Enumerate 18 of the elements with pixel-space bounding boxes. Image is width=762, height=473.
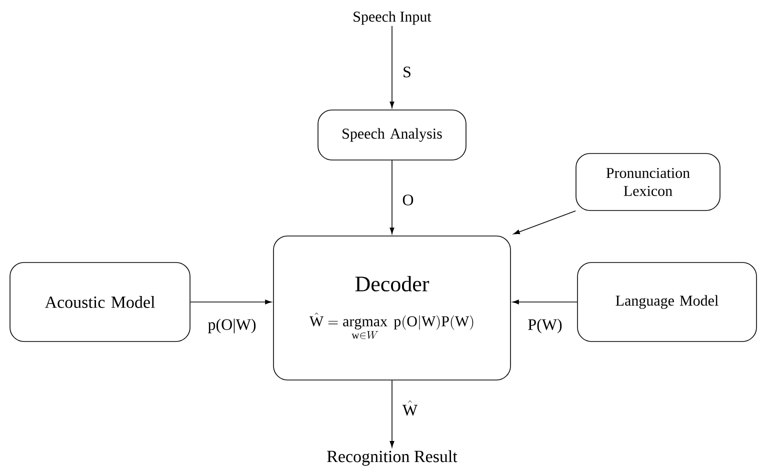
arrow <box>512 300 578 304</box>
arrow <box>190 300 272 304</box>
arrow <box>390 160 394 234</box>
node-text: Speech Input <box>354 11 432 25</box>
decoder-box: Decoder $\hat{\mathrm{W}}=\mathop{\mathrm{argmax}}\limits_{\mathrm{w}\in W}\ \mathrm{p(O|W)P(W)}$ <box>273 236 511 380</box>
edge-label: O <box>402 194 414 206</box>
process-box: Acoustic Model <box>10 262 190 342</box>
edge-label: S <box>404 66 410 78</box>
process-box: Speech Analysis <box>318 110 466 160</box>
arrow <box>513 210 576 234</box>
edge-label: $\hat{\mathrm{W}}$ <box>402 400 418 416</box>
process-box: Language Model <box>577 262 757 342</box>
arrow <box>390 380 394 448</box>
edge-label: P(W) <box>528 318 562 334</box>
node-text: Recognition Result <box>327 450 458 466</box>
process-box: Pronunciation Lexicon <box>576 153 720 211</box>
edge-label: p(O|W) <box>208 318 256 334</box>
arrow <box>390 26 394 108</box>
